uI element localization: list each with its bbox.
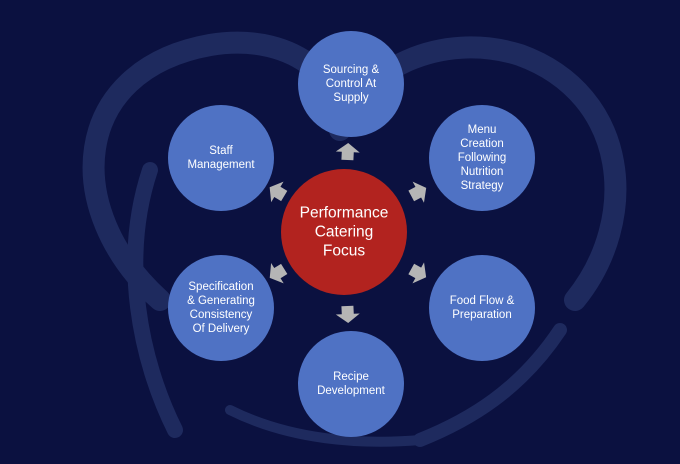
- node-label: Creation: [460, 138, 503, 150]
- node-food-flow: Food Flow & Preparation: [429, 255, 535, 361]
- arrow-specification: [269, 262, 288, 284]
- node-label: Sourcing &: [323, 64, 380, 76]
- center-label: Performance: [300, 205, 389, 222]
- node-label: Recipe: [333, 371, 369, 383]
- arrow-recipe: [335, 305, 360, 323]
- node-circle: [298, 31, 404, 137]
- node-label: & Generating: [187, 295, 255, 307]
- node-circle: [168, 255, 274, 361]
- node-label: Food Flow &: [450, 295, 515, 307]
- node-sourcing: Sourcing & Control At Supply: [298, 31, 404, 137]
- outer-nodes: Sourcing & Control At SupplyMenuCreationFo…: [168, 31, 535, 437]
- node-label: Specification: [188, 281, 253, 293]
- node-label: Supply: [333, 92, 368, 104]
- node-circle: [429, 105, 535, 211]
- arrow-sourcing: [335, 143, 360, 161]
- node-label: Nutrition: [461, 166, 504, 178]
- node-label: Staff: [209, 145, 233, 157]
- connector-arrows: [269, 143, 427, 323]
- node-label: Development: [317, 385, 386, 397]
- arrow-food-flow: [408, 262, 427, 284]
- arrow-staff: [269, 181, 288, 203]
- node-circle: [429, 255, 535, 361]
- node-label: Management: [187, 159, 255, 171]
- node-label: Of Delivery: [193, 323, 250, 335]
- node-label: Control At: [326, 78, 377, 90]
- node-circle: [168, 105, 274, 211]
- node-label: Following: [458, 152, 507, 164]
- node-label: Consistency: [190, 309, 253, 321]
- arrow-menu: [408, 181, 427, 203]
- node-circle: [298, 331, 404, 437]
- node-label: Preparation: [452, 309, 511, 321]
- node-label: Strategy: [461, 180, 504, 192]
- center-label: Catering: [315, 224, 374, 241]
- center-circle: [281, 169, 407, 295]
- center-label: Focus: [323, 243, 365, 260]
- node-label: Menu: [468, 124, 497, 136]
